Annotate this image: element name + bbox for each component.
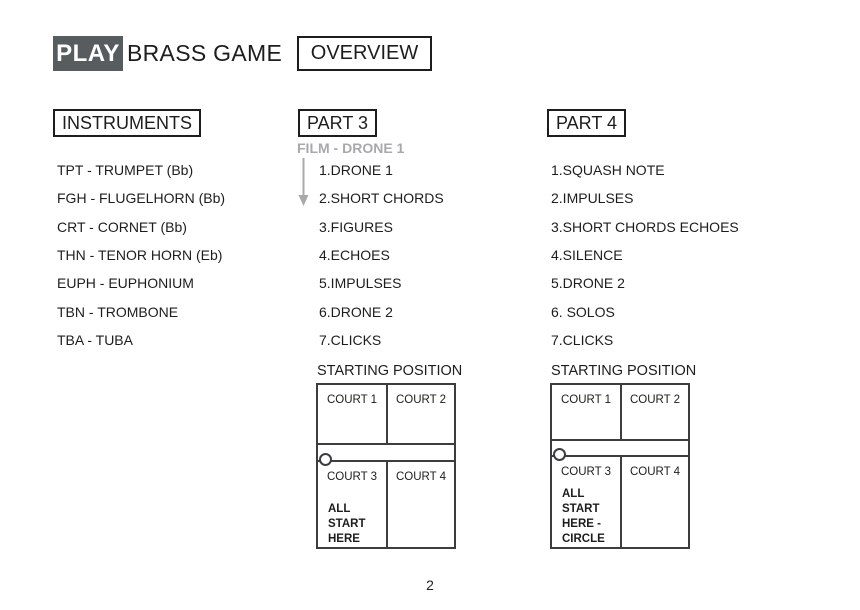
court-3-label: COURT 3 [560, 466, 612, 478]
part4-list: 1.SQUASH NOTE 2.IMPULSES 3.SHORT CHORDS … [551, 156, 739, 354]
start-circle-icon [553, 448, 566, 461]
center-band [318, 445, 454, 466]
court-1-cell: COURT 1 [318, 385, 388, 444]
part4-item: 7.CLICKS [551, 332, 614, 349]
court-2-label: COURT 2 [395, 394, 447, 406]
court-1-label: COURT 1 [560, 394, 612, 406]
court-4-label: COURT 4 [395, 471, 447, 483]
part4-item: 3.SHORT CHORDS ECHOES [551, 218, 739, 235]
court-1-label: COURT 1 [326, 394, 378, 406]
court-row-bottom: COURT 3 ALL START HERE COURT 4 [318, 462, 454, 547]
part4-heading-label: PART 4 [556, 112, 618, 133]
part3-item: 6.DRONE 2 [319, 303, 393, 320]
court-4-cell: COURT 4 [388, 462, 454, 547]
part3-heading-label: PART 3 [307, 112, 369, 133]
instruments-heading: INSTRUMENTS [53, 109, 201, 137]
part3-court-diagram: COURT 1 COURT 2 COURT 3 ALL START HERE C… [316, 383, 456, 549]
court-3-label: COURT 3 [326, 471, 378, 483]
court-3-cell: COURT 3 ALL START HERE - CIRCLE [552, 457, 622, 547]
start-circle-icon [319, 453, 332, 466]
instrument-item: TBN - TROMBONE [57, 303, 179, 320]
court-4-label: COURT 4 [629, 466, 681, 478]
overview-badge-label: OVERVIEW [310, 42, 419, 64]
part4-item: 1.SQUASH NOTE [551, 162, 665, 178]
part4-item: 5.DRONE 2 [551, 275, 625, 292]
part4-item: 4.SILENCE [551, 247, 623, 264]
court-2-cell: COURT 2 [622, 385, 688, 439]
part3-item: 3.FIGURES [319, 218, 393, 235]
court-2-label: COURT 2 [629, 394, 681, 406]
film-drone-note: FILM - DRONE 1 [297, 140, 405, 156]
court-2-cell: COURT 2 [388, 385, 454, 443]
part4-heading: PART 4 [547, 109, 627, 137]
part3-list: 1.DRONE 1 2.SHORT CHORDS 3.FIGURES 4.ECH… [319, 156, 444, 354]
court-3-cell: COURT 3 ALL START HERE [318, 462, 388, 547]
play-badge: PLAY [53, 36, 123, 71]
instrument-item: FGH - FLUGELHORN (Bb) [57, 190, 226, 207]
instruments-heading-label: INSTRUMENTS [62, 112, 192, 133]
part3-heading: PART 3 [298, 109, 378, 137]
start-here-note: ALL START HERE [328, 503, 366, 545]
start-here-circle-note: ALL START HERE - CIRCLE [562, 488, 605, 545]
part4-item: 2.IMPULSES [551, 190, 634, 207]
instrument-item: EUPH - EUPHONIUM [57, 275, 194, 292]
part4-court-diagram: COURT 1 COURT 2 COURT 3 ALL START HERE -… [550, 383, 690, 549]
part3-item: 5.IMPULSES [319, 275, 402, 292]
part3-item: 1.DRONE 1 [319, 162, 393, 178]
page-title: BRASS GAME [127, 40, 283, 66]
play-badge-label: PLAY [56, 39, 120, 67]
page-number: 2 [426, 577, 434, 593]
part3-starting-position-heading: STARTING POSITION [317, 363, 463, 379]
overview-badge: OVERVIEW [297, 36, 432, 71]
court-row-top: COURT 1 COURT 2 [318, 385, 454, 446]
court-row-bottom: COURT 3 ALL START HERE - CIRCLE COURT 4 [552, 457, 688, 547]
down-arrow-icon [297, 158, 310, 207]
center-band [552, 441, 688, 461]
court-1-cell: COURT 1 [552, 385, 622, 440]
instrument-item: CRT - CORNET (Bb) [57, 218, 187, 235]
instrument-item: TPT - TRUMPET (Bb) [57, 162, 194, 178]
court-4-cell: COURT 4 [622, 457, 688, 547]
part3-item: 4.ECHOES [319, 247, 390, 264]
court-row-top: COURT 1 COURT 2 [552, 385, 688, 442]
instruments-list: TPT - TRUMPET (Bb) FGH - FLUGELHORN (Bb)… [57, 156, 225, 354]
instrument-item: THN - TENOR HORN (Eb) [57, 247, 223, 264]
part3-item: 2.SHORT CHORDS [319, 190, 444, 207]
part3-item: 7.CLICKS [319, 332, 382, 349]
instrument-item: TBA - TUBA [57, 332, 133, 349]
part4-starting-position-heading: STARTING POSITION [551, 363, 697, 379]
part4-item: 6. SOLOS [551, 303, 615, 320]
